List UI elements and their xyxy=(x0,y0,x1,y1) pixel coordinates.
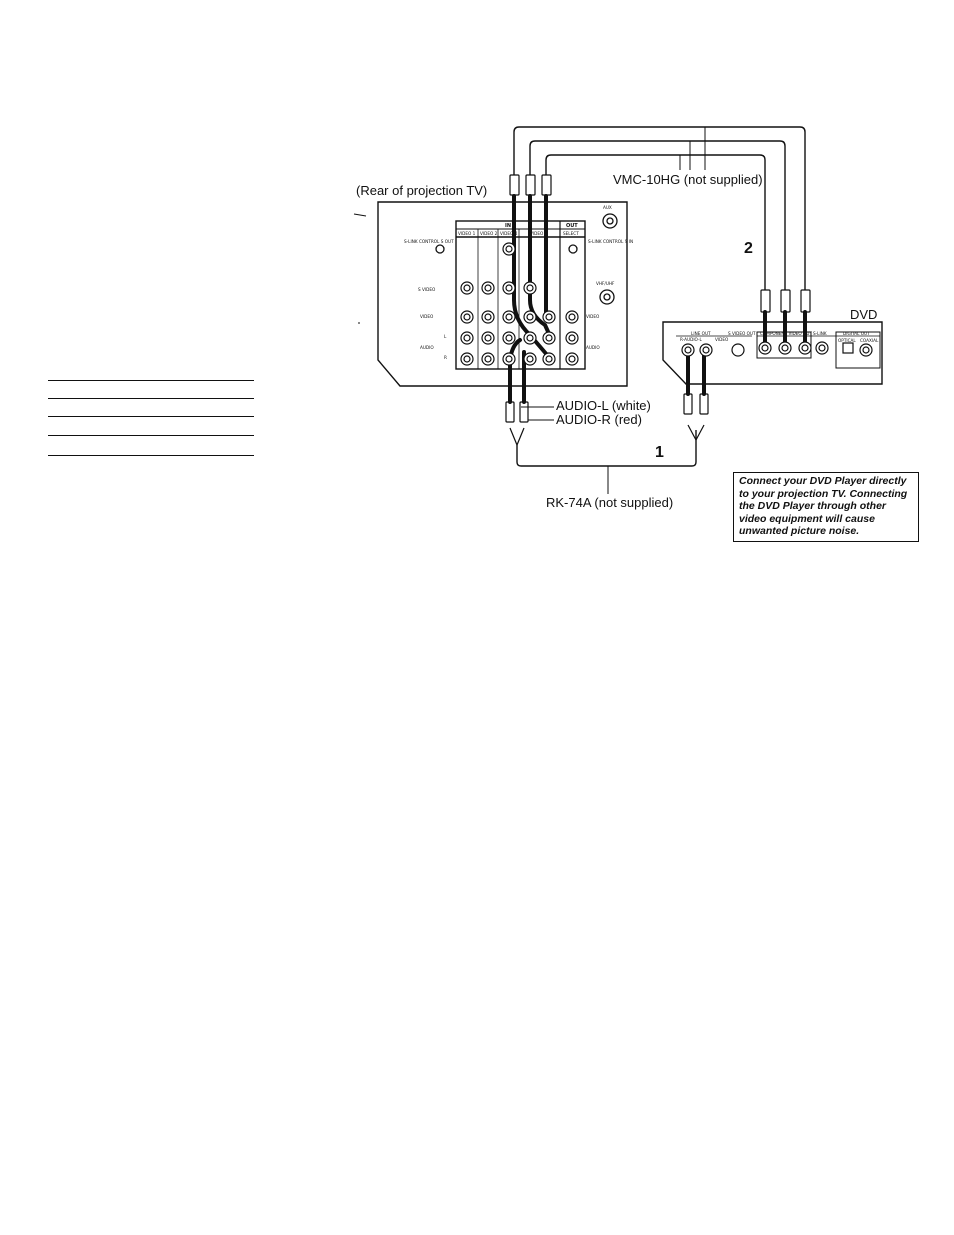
step-1-label: 1 xyxy=(655,444,664,461)
rule-3 xyxy=(48,416,254,417)
svg-text:VIDEO 2: VIDEO 2 xyxy=(480,231,498,236)
svg-text:S-LINK CONTROL S OUT: S-LINK CONTROL S OUT xyxy=(404,239,454,244)
svg-text:VIDEO 4: VIDEO 4 xyxy=(500,231,518,236)
svg-text:OPTICAL: OPTICAL xyxy=(838,338,856,343)
audio-cable-l xyxy=(508,338,522,404)
tv-rear-panel xyxy=(377,201,628,387)
svg-text:R-AUDIO-L: R-AUDIO-L xyxy=(680,337,702,342)
step-2-label: 2 xyxy=(744,240,753,257)
rule-4 xyxy=(48,435,254,436)
rule-1 xyxy=(48,380,254,381)
tv-out-label: OUT xyxy=(566,223,578,229)
tv-jack-panel xyxy=(455,220,586,370)
svg-text:VIDEO 1: VIDEO 1 xyxy=(458,231,476,236)
svg-text:VHF/UHF: VHF/UHF xyxy=(596,281,615,286)
vmc-cable-outer xyxy=(513,126,806,292)
dvd-rear-panel xyxy=(662,321,883,385)
s-link-out-jack xyxy=(435,244,445,254)
svg-text:VIDEO: VIDEO xyxy=(715,337,729,342)
svg-text:S VIDEO OUT: S VIDEO OUT xyxy=(728,331,756,336)
audio-r-label: AUDIO-R (red) xyxy=(556,412,642,427)
svg-text:DIGITAL OUT: DIGITAL OUT xyxy=(843,331,870,336)
rule-2 xyxy=(48,398,254,399)
svg-text:AUDIO: AUDIO xyxy=(586,345,600,350)
rk74a-cable-label: RK-74A (not supplied) xyxy=(546,495,674,510)
rear-of-tv-label: (Rear of projection TV) xyxy=(356,183,488,198)
svg-text:VIDEO 5: VIDEO 5 xyxy=(530,231,548,236)
s-link-in-jack xyxy=(568,244,578,254)
svg-text:COAXIAL: COAXIAL xyxy=(860,338,879,343)
svg-text:AUDIO: AUDIO xyxy=(420,345,434,350)
dvd-connection-note: Connect your DVD Player directly to your… xyxy=(733,472,919,542)
rk74a-cable xyxy=(516,430,697,467)
dvd-s-video-jack xyxy=(731,343,745,357)
svg-text:AUX: AUX xyxy=(603,205,612,210)
svg-text:S-LINK CONTROL S IN: S-LINK CONTROL S IN xyxy=(588,239,633,244)
svg-text:S-LINK: S-LINK xyxy=(813,331,827,336)
svg-text:COMPONENT VIDEO OUT: COMPONENT VIDEO OUT xyxy=(760,331,812,336)
dvd-optical-jack xyxy=(842,342,854,354)
tv-in-label: IN xyxy=(505,223,511,229)
svg-text:VIDEO: VIDEO xyxy=(420,314,434,319)
svg-text:VIDEO: VIDEO xyxy=(586,314,600,319)
vmc-cable-label: VMC-10HG (not supplied) xyxy=(613,172,763,187)
svg-text:LINE OUT: LINE OUT xyxy=(691,331,711,336)
rule-5 xyxy=(48,455,254,456)
svg-text:L: L xyxy=(444,334,447,339)
svg-text:R: R xyxy=(444,355,447,360)
vmc-cable-inner xyxy=(545,154,766,292)
dvd-label: DVD xyxy=(850,307,878,322)
vmc-cable-mid xyxy=(529,140,786,292)
svg-text:S VIDEO: S VIDEO xyxy=(418,287,436,292)
audio-l-label: AUDIO-L (white) xyxy=(556,398,651,413)
svg-text:SELECT: SELECT xyxy=(563,231,579,236)
